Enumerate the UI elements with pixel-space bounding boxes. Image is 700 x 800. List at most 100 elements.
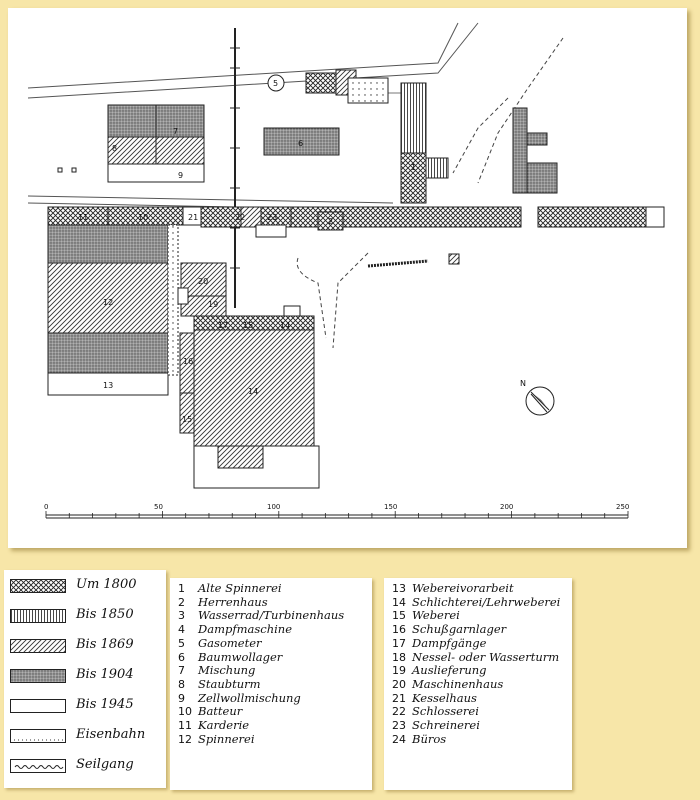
label-8: 8 (112, 144, 117, 153)
item-number: 9 (178, 691, 185, 705)
item-name: Karderie (198, 718, 250, 733)
label-1: 1 (411, 163, 416, 172)
label-16: 15 (182, 415, 192, 424)
item-name: Maschinenhaus (412, 676, 504, 691)
item-number: 1 (178, 582, 185, 595)
list-item: 22 Schlosserei (392, 704, 572, 719)
label-11: 11 (78, 213, 88, 222)
item-name: Wasserrad/Turbinenhaus (198, 608, 345, 623)
legend-label: Bis 1869 (76, 637, 134, 652)
legend-label: Bis 1904 (76, 667, 134, 682)
swatch-diagonal (10, 639, 66, 653)
scale-tick-200: 200 (500, 503, 513, 511)
item-number: 20 (392, 677, 406, 691)
item-number: 6 (178, 650, 185, 664)
list-item: 13 Webereivorarbeit (392, 581, 572, 596)
item-name: Kesselhaus (412, 690, 477, 705)
list-item: 1 Alte Spinnerei (178, 581, 372, 596)
scale-bar: 0 50 100 150 200 250 (44, 503, 629, 519)
item-name: Schlichterei/Lehrweberei (412, 594, 561, 609)
list-item: 10 Batteur (178, 704, 372, 719)
item-number: 2 (178, 595, 185, 609)
swatch-wavy (10, 759, 66, 773)
item-number: 10 (178, 705, 192, 719)
label-15: 14 (248, 387, 258, 396)
label-5: 5 (273, 79, 278, 88)
swatch-dotted (10, 729, 66, 743)
item-name: Schlosserei (412, 704, 479, 719)
item-number: 18 (392, 650, 406, 664)
item-number: 12 (178, 732, 192, 746)
label-2: 2 (328, 217, 333, 226)
legend-row-1904: Bis 1904 (10, 666, 160, 688)
label-17: 16 (183, 357, 193, 366)
swatch-dense (10, 669, 66, 683)
scale-tick-150: 150 (384, 503, 397, 511)
item-name: Herrenhaus (198, 594, 268, 609)
list-item: 18 Nessel- oder Wasserturm (392, 649, 572, 665)
item-name: Weberei (412, 608, 460, 623)
swatch-empty (10, 699, 66, 713)
item-name: Schreinerei (412, 718, 480, 733)
legend-row-1850: Bis 1850 (10, 606, 160, 628)
legend-label: Um 1800 (76, 577, 137, 592)
label-21: 20 (198, 277, 208, 286)
item-name: Dampfmaschine (198, 622, 292, 637)
scale-tick-50: 50 (154, 503, 163, 511)
label-13: 13 (103, 381, 113, 390)
legend-label: Bis 1850 (76, 607, 134, 622)
swatch-vertical (10, 609, 66, 623)
item-name: Alte Spinnerei (198, 581, 282, 595)
label-16a: 15 (243, 321, 253, 330)
label-10: 10 (138, 213, 148, 222)
north-label: N (520, 379, 526, 388)
legend-row-1800: Um 1800 (10, 576, 160, 598)
item-number: 23 (392, 719, 406, 733)
list-item: 9 Zellwollmischung (178, 690, 372, 706)
item-name: Webereivorarbeit (412, 581, 514, 595)
legend-row-ropewalk: Seilgang (10, 756, 160, 778)
item-name: Baumwollager (198, 649, 283, 664)
item-number: 5 (178, 636, 185, 650)
item-name: Spinnerei (198, 731, 255, 746)
label-22: 21 (188, 213, 198, 222)
item-number: 15 (392, 609, 406, 623)
item-number: 22 (392, 705, 406, 719)
item-number: 8 (178, 677, 185, 691)
transmission-ticks (230, 47, 240, 269)
label-7: 7 (173, 127, 178, 136)
label-6: 6 (298, 139, 303, 148)
north-arrow: N (520, 379, 555, 416)
list-item: 2 Herrenhaus (178, 594, 372, 610)
legend-row-1869: Bis 1869 (10, 636, 160, 658)
buildings (47, 69, 665, 489)
item-name: Zellwollmischung (198, 690, 301, 705)
item-number: 7 (178, 664, 185, 678)
legend-row-1945: Bis 1945 (10, 696, 160, 718)
site-plan-sheet: 5 6 7 8 9 10 11 12 13 17 15 14 14 16 15 … (8, 8, 687, 548)
item-name: Nessel- oder Wasserturm (412, 649, 560, 664)
item-number: 13 (392, 582, 406, 595)
railway (296, 37, 564, 349)
scale-tick-250: 250 (616, 503, 629, 511)
label-14: 14 (280, 321, 290, 330)
item-number: 21 (392, 691, 406, 705)
item-name: Auslieferung (412, 663, 487, 678)
label-23: 22 (235, 213, 245, 222)
item-name: Batteur (198, 704, 243, 719)
building-numbers: 5 6 7 8 9 10 11 12 13 17 15 14 14 16 15 … (78, 79, 416, 424)
legend-label: Eisenbahn (76, 727, 146, 742)
list-item: 20 Maschinenhaus (392, 676, 572, 692)
